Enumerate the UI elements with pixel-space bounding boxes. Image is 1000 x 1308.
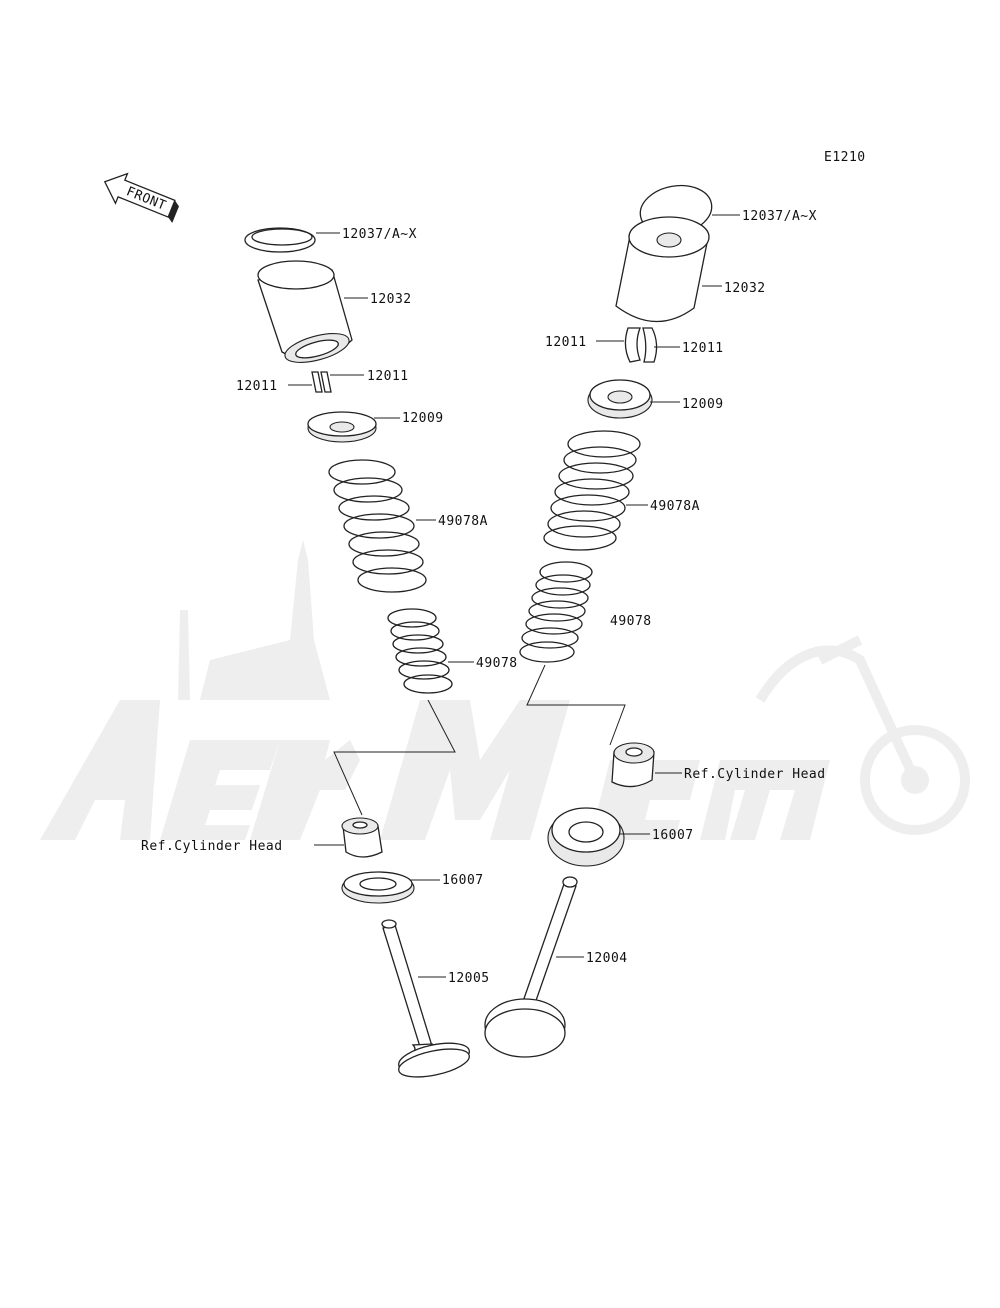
left-seal-part <box>341 871 415 904</box>
right-keeper-a-label: 12011 <box>545 335 587 350</box>
left-keeper-a-label: 12011 <box>236 379 278 394</box>
right-outer-spring-label: 49078A <box>650 499 700 514</box>
left-tappet-part <box>257 260 353 363</box>
left-retainer-label: 12009 <box>402 411 444 426</box>
front-direction-arrow-icon: FRONT <box>103 172 179 224</box>
right-valve-guide-part <box>611 742 655 788</box>
left-keeper-part <box>311 371 332 393</box>
right-inner-spring-label: 49078 <box>610 614 652 629</box>
left-tappet-label: 12032 <box>370 292 412 307</box>
left-seal-label: 16007 <box>442 873 484 888</box>
left-valve-part <box>381 919 470 1078</box>
right-keeper-part <box>624 327 658 363</box>
right-valve-assembly: 12037/A~X 12032 12011 12011 12009 <box>484 184 826 1058</box>
left-outer-spring-part <box>328 459 427 593</box>
right-tappet-part <box>615 216 710 323</box>
left-keeper-b-label: 12011 <box>367 369 409 384</box>
right-valve-label: 12004 <box>586 951 628 966</box>
left-valve-guide-part <box>341 817 383 858</box>
left-valve-label: 12005 <box>448 971 490 986</box>
right-seat-ref-label: Ref.Cylinder Head <box>684 767 826 782</box>
motorcycle-watermark-icon <box>40 540 970 840</box>
right-shim-label: 12037/A~X <box>742 209 817 224</box>
left-valve-assembly: 12037/A~X 12032 12011 12011 12009 <box>141 227 518 1078</box>
right-retainer-label: 12009 <box>682 397 724 412</box>
left-inner-spring-part <box>387 608 453 694</box>
left-shim-part <box>244 227 316 253</box>
left-seat-ref-label: Ref.Cylinder Head <box>141 839 283 854</box>
right-seal-part <box>547 807 625 867</box>
right-inner-spring-part <box>519 561 593 663</box>
right-valve-part <box>484 876 578 1058</box>
left-retainer-part <box>307 411 377 443</box>
left-shim-label: 12037/A~X <box>342 227 417 242</box>
right-outer-spring-part <box>543 430 641 551</box>
right-seal-label: 16007 <box>652 828 694 843</box>
right-tappet-label: 12032 <box>724 281 766 296</box>
right-retainer-part <box>587 379 653 419</box>
left-inner-spring-label: 49078 <box>476 656 518 671</box>
left-outer-spring-label: 49078A <box>438 514 488 529</box>
diagram-code: E1210 <box>824 150 866 165</box>
right-keeper-b-label: 12011 <box>682 341 724 356</box>
